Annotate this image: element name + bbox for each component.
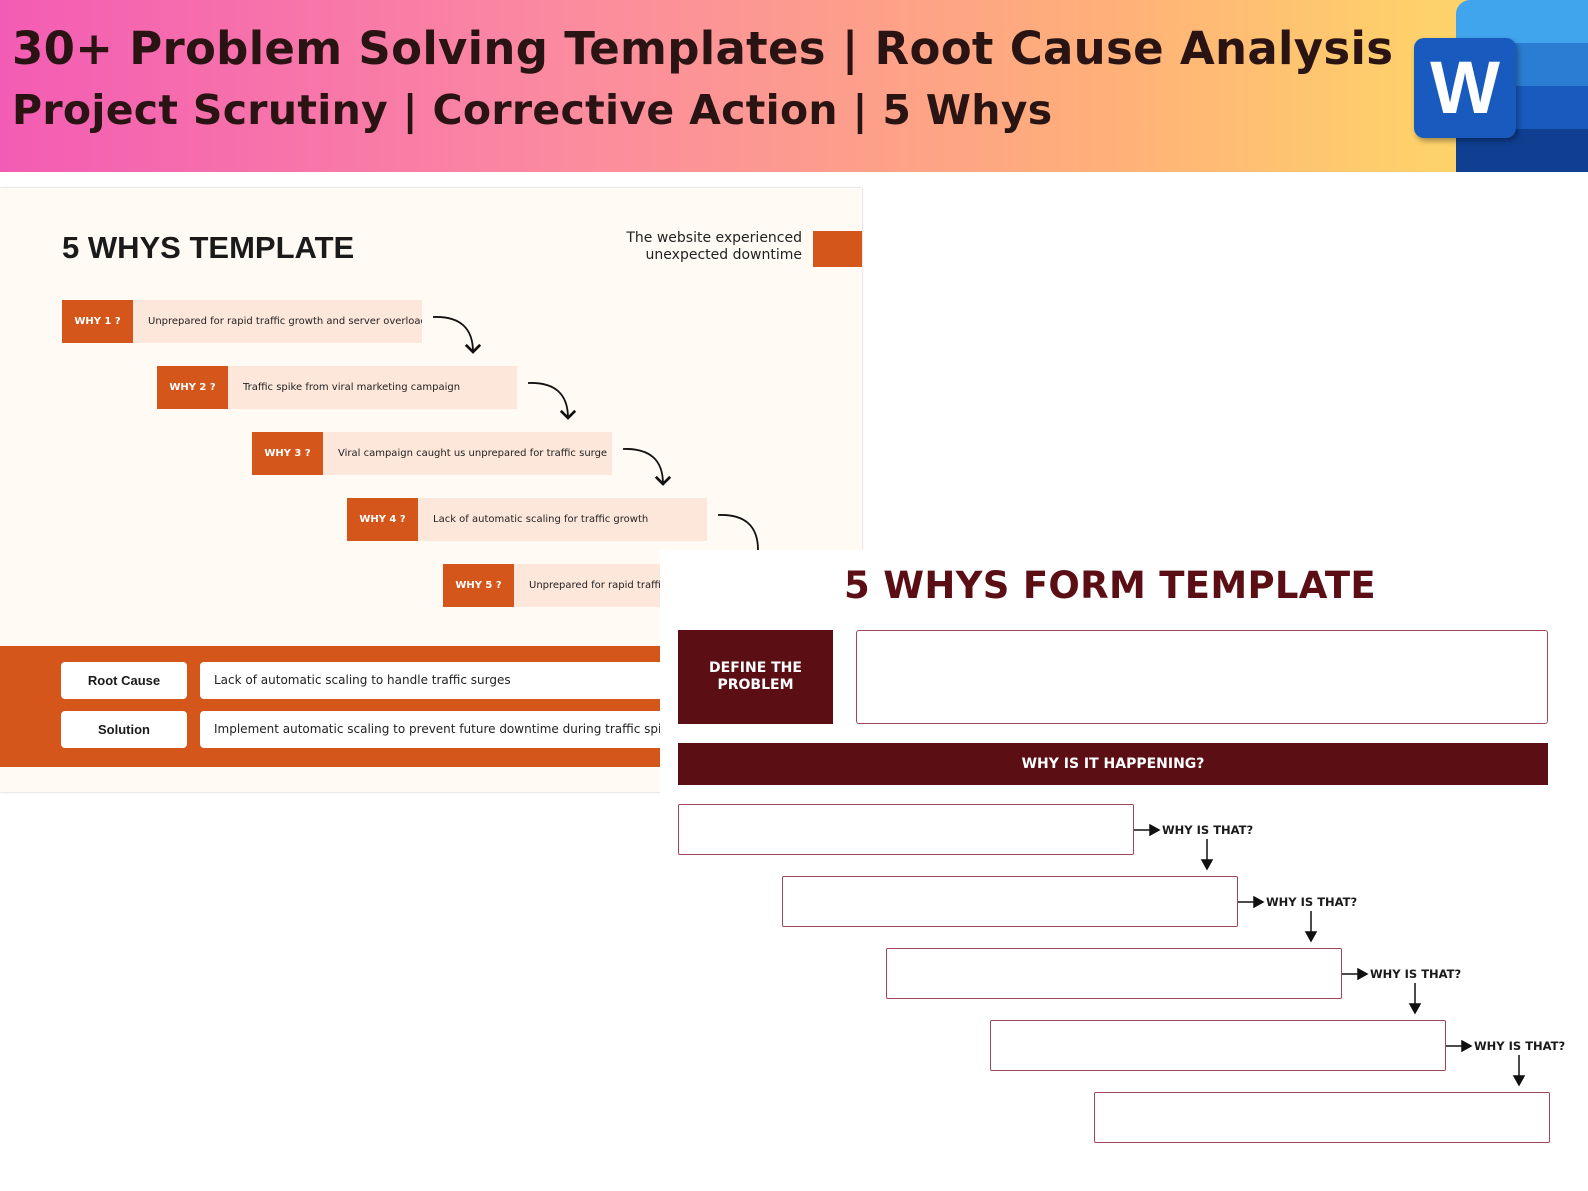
curved-arrow-icon <box>622 448 672 486</box>
problem-line-2: unexpected downtime <box>645 247 802 263</box>
root-cause-label: Root Cause <box>61 662 187 699</box>
template-title: 5 WHYS TEMPLATE <box>62 230 355 265</box>
why-row-1: WHY 1 ? Unprepared for rapid traffic gro… <box>62 300 422 343</box>
down-arrow-icon <box>1512 1055 1526 1087</box>
why-answer: Unprepared for rapid traffic growth and … <box>133 300 422 343</box>
header-banner: 30+ Problem Solving Templates | Root Cau… <box>0 0 1588 172</box>
why-is-that-label: WHY IS THAT? <box>1370 967 1462 981</box>
banner-title-line2: Project Scrutiny | Corrective Action | 5… <box>12 86 1053 134</box>
why-label: WHY 4 ? <box>347 498 418 541</box>
banner-title-line1: 30+ Problem Solving Templates | Root Cau… <box>12 22 1394 75</box>
accent-tab <box>813 231 862 267</box>
why-row-3: WHY 3 ? Viral campaign caught us unprepa… <box>252 432 612 475</box>
why-row-4: WHY 4 ? Lack of automatic scaling for tr… <box>347 498 707 541</box>
define-problem-label: DEFINE THE PROBLEM <box>678 630 833 724</box>
why-answer: Lack of automatic scaling for traffic gr… <box>418 498 707 541</box>
why-answer-field-2[interactable] <box>782 876 1238 927</box>
why-label: WHY 1 ? <box>62 300 133 343</box>
why-label: WHY 2 ? <box>157 366 228 409</box>
why-happening-header: WHY IS IT HAPPENING? <box>678 743 1548 785</box>
why-row-2: WHY 2 ? Traffic spike from viral marketi… <box>157 366 517 409</box>
why-is-that-label: WHY IS THAT? <box>1266 895 1358 909</box>
down-arrow-icon <box>1200 839 1214 871</box>
word-logo-letter: W <box>1430 46 1500 129</box>
right-arrow-icon <box>1238 895 1265 909</box>
down-arrow-icon <box>1408 983 1422 1015</box>
why-answer: Viral campaign caught us unprepared for … <box>323 432 612 475</box>
why-answer-field-5[interactable] <box>1094 1092 1550 1143</box>
why-answer-field-1[interactable] <box>678 804 1134 855</box>
solution-label: Solution <box>61 711 187 748</box>
curved-arrow-icon <box>432 316 482 354</box>
form-title: 5 WHYS FORM TEMPLATE <box>844 564 1376 607</box>
right-arrow-icon <box>1446 1039 1473 1053</box>
why-label: WHY 3 ? <box>252 432 323 475</box>
why-answer: Traffic spike from viral marketing campa… <box>228 366 517 409</box>
microsoft-word-icon: W <box>1414 0 1588 172</box>
problem-line-1: The website experienced <box>626 230 802 246</box>
curved-arrow-icon <box>527 382 577 420</box>
problem-statement: The website experienced unexpected downt… <box>560 230 802 264</box>
define-problem-field[interactable] <box>856 630 1548 724</box>
why-answer-field-4[interactable] <box>990 1020 1446 1071</box>
five-whys-form-card: 5 WHYS FORM TEMPLATE DEFINE THE PROBLEM … <box>660 550 1588 1191</box>
why-answer-field-3[interactable] <box>886 948 1342 999</box>
form-arrows <box>1134 823 1526 1087</box>
curved-arrow-icon <box>717 514 759 551</box>
right-arrow-icon <box>1134 823 1161 837</box>
why-is-that-label: WHY IS THAT? <box>1162 823 1254 837</box>
why-is-that-label: WHY IS THAT? <box>1474 1039 1566 1053</box>
why-label: WHY 5 ? <box>443 564 514 607</box>
down-arrow-icon <box>1304 911 1318 943</box>
curved-arrows <box>432 316 759 551</box>
right-arrow-icon <box>1342 967 1369 981</box>
